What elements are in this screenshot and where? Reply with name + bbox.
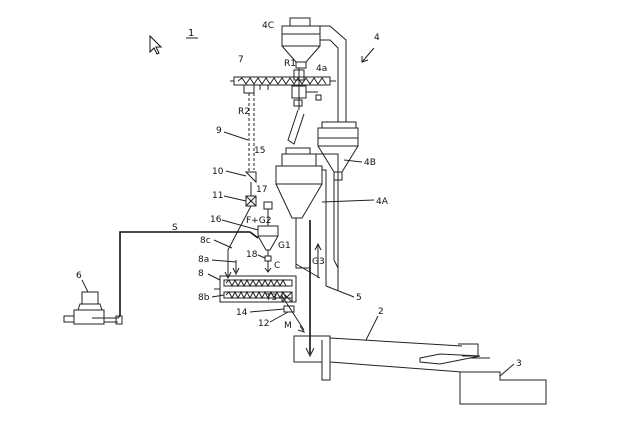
cooler-3: [458, 343, 547, 405]
label-T3: T3: [265, 293, 277, 303]
mouse-cursor-icon: [149, 34, 163, 55]
leader-8: [207, 273, 221, 281]
line-M: [281, 295, 305, 331]
burner-6: [63, 291, 123, 325]
duct-4a: [287, 109, 305, 145]
label-4A: 4A: [376, 197, 389, 207]
label-10: 10: [212, 167, 224, 177]
leader-11: [223, 195, 247, 202]
arrow-G3: [314, 242, 322, 251]
leader-8c: [213, 239, 233, 249]
label-G1: G1: [278, 241, 291, 251]
figure-number: 1: [188, 28, 194, 39]
label-16: 16: [210, 215, 222, 225]
rotary-valve-R1: [291, 68, 322, 110]
label-12: 12: [258, 319, 269, 329]
label-F-G2: F+G2: [246, 216, 271, 226]
arrow-4: [361, 47, 375, 63]
leader-2: [365, 315, 379, 341]
leader-4A: [321, 199, 375, 203]
label-4C: 4C: [262, 21, 274, 31]
kiln-burner: [419, 353, 490, 365]
leader-14: [249, 308, 285, 313]
label-R2: R2: [238, 107, 250, 117]
label-4: 4: [374, 33, 380, 43]
label-14: 14: [236, 308, 248, 318]
leader-5: [325, 285, 355, 298]
line-S: [119, 231, 259, 316]
label-2: 2: [378, 307, 384, 317]
label-15: 15: [254, 146, 265, 156]
label-R1: R1: [284, 59, 296, 69]
label-8a: 8a: [198, 255, 209, 265]
label-8b: 8b: [198, 293, 210, 303]
label-5: 5: [356, 293, 362, 303]
device-10: [244, 171, 257, 184]
leader-9: [223, 131, 249, 141]
valve-11: [245, 195, 257, 207]
label-4a: 4a: [316, 64, 327, 74]
label-3: 3: [516, 359, 522, 369]
riser-pipe: [295, 218, 310, 269]
line-4A-8: [295, 263, 321, 279]
label-11: 11: [212, 191, 223, 201]
label-8c: 8c: [200, 236, 211, 246]
rotary-kiln-2: [329, 337, 463, 373]
label-17: 17: [256, 185, 267, 195]
leader-3: [499, 363, 515, 377]
screw-conveyor-7: [230, 76, 336, 94]
duct-4C-right-b: [320, 39, 339, 122]
arrow-M: [297, 325, 306, 333]
leader-8b: [211, 294, 225, 298]
arrow-8c: [224, 271, 232, 280]
label-18: 18: [246, 250, 258, 260]
leader-6: [81, 279, 89, 293]
label-M: M: [284, 321, 292, 331]
leader-18: [257, 254, 266, 259]
kiln-inlet: [293, 335, 331, 381]
label-G3: G3: [312, 257, 325, 267]
cyclone-4C: [281, 17, 321, 69]
arrow-8a: [232, 267, 240, 276]
leader-8a: [211, 259, 237, 263]
label-C: C: [274, 261, 280, 271]
arrow-C: [264, 267, 272, 273]
leader-12: [269, 311, 289, 323]
label-8: 8: [198, 269, 204, 279]
cyclone-16: [257, 225, 279, 256]
device-17: [263, 201, 273, 210]
device-18: [264, 255, 272, 262]
leader-10: [225, 170, 247, 177]
arrow-main-down: [305, 347, 315, 358]
duct-4C-right-a: [310, 25, 347, 122]
leader-4B: [343, 159, 363, 163]
line-8c: [227, 205, 252, 276]
label-7: 7: [238, 55, 244, 65]
label-9: 9: [216, 126, 222, 136]
cyclone-4A: [275, 147, 323, 219]
label-6: 6: [76, 271, 82, 281]
leader-16: [221, 219, 259, 231]
arrowhead-4: [361, 56, 369, 63]
riser-shell: [322, 169, 327, 286]
duct-4B-down: [333, 180, 339, 269]
calciner-8: [214, 275, 297, 303]
valve-T3: [281, 291, 293, 303]
label-S: S: [172, 223, 178, 233]
label-4B: 4B: [364, 158, 376, 168]
